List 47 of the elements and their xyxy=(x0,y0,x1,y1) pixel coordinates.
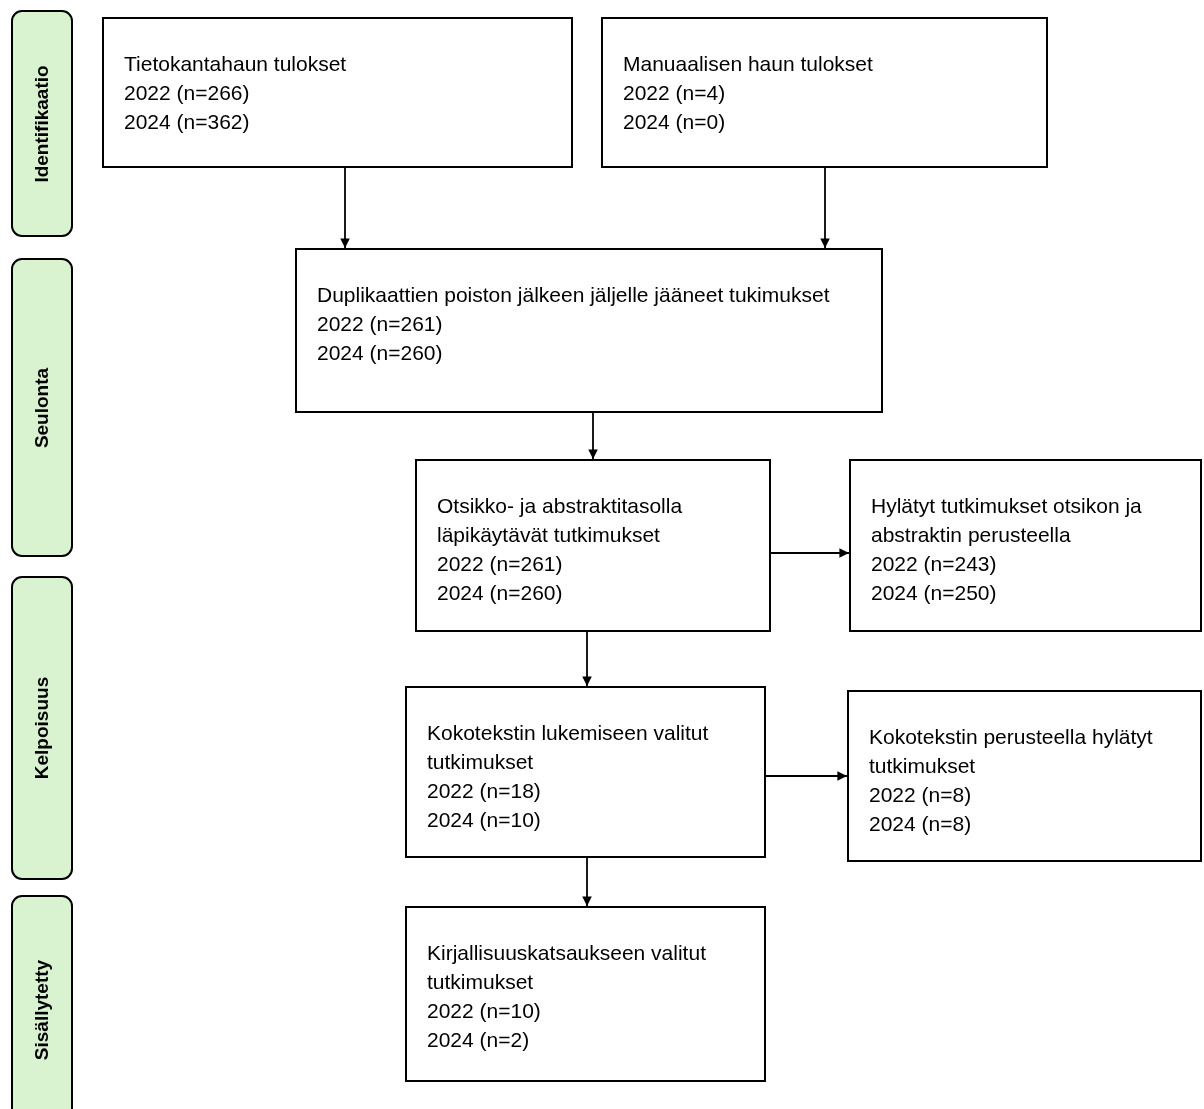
box-heading: Kirjallisuuskatsaukseen valitut tutkimukset xyxy=(427,940,707,995)
stage-label: Seulonta xyxy=(31,367,53,448)
stage-label-band xyxy=(11,895,73,1109)
count-text: 2024 (n=260) xyxy=(437,580,564,606)
arrow xyxy=(582,857,592,907)
process-box xyxy=(849,459,1202,632)
count-text: 2024 (n=362) xyxy=(124,109,251,135)
stage-label-band xyxy=(11,258,73,557)
process-box xyxy=(601,17,1048,168)
count-text: 2024 (n=250) xyxy=(871,580,998,606)
count-text: 2022 (n=4) xyxy=(623,80,727,106)
stage-label: Kelpoisuus xyxy=(31,676,53,780)
count-text: 2022 (n=266) xyxy=(124,80,251,106)
box-heading: Otsikko- ja abstraktitasolla läpikäytävät tutkimukset xyxy=(437,493,684,548)
arrow xyxy=(582,631,592,687)
count-text: 2022 (n=8) xyxy=(869,782,973,808)
count-text: 2022 (n=243) xyxy=(871,551,998,577)
count-text: 2024 (n=260) xyxy=(317,340,444,366)
stage-label: Sisällytetty xyxy=(31,959,53,1061)
arrow xyxy=(765,771,848,781)
box-heading: Tietokantahaun tulokset xyxy=(124,51,348,77)
count-text: 2024 (n=2) xyxy=(427,1027,531,1053)
process-box xyxy=(102,17,573,168)
count-text: 2024 (n=0) xyxy=(623,109,727,135)
box-heading: Kokotekstin lukemiseen valitut tutkimukset xyxy=(427,720,710,775)
box-heading: Duplikaattien poiston jälkeen jäljelle jääneet tukimukset xyxy=(317,282,831,308)
box-heading: Kokotekstin perusteella hylätyt tutkimukset xyxy=(869,724,1154,779)
arrow xyxy=(820,167,830,249)
arrow xyxy=(770,548,850,558)
arrow xyxy=(588,412,598,460)
box-heading: Manuaalisen haun tulokset xyxy=(623,51,874,77)
process-box xyxy=(405,906,766,1082)
count-text: 2022 (n=261) xyxy=(437,551,564,577)
count-text: 2022 (n=18) xyxy=(427,778,542,804)
arrow xyxy=(340,167,350,249)
process-box xyxy=(847,690,1202,862)
count-text: 2022 (n=261) xyxy=(317,311,444,337)
stage-label: Identifikaatio xyxy=(31,64,53,183)
process-box xyxy=(405,686,766,858)
count-text: 2024 (n=8) xyxy=(869,811,973,837)
stage-label-band xyxy=(11,10,73,237)
box-heading: Hylätyt tutkimukset otsikon ja abstraktin perusteella xyxy=(871,493,1143,548)
stage-label-band xyxy=(11,576,73,880)
count-text: 2022 (n=10) xyxy=(427,998,542,1024)
process-box xyxy=(415,459,771,632)
count-text: 2024 (n=10) xyxy=(427,807,542,833)
process-box xyxy=(295,248,883,413)
